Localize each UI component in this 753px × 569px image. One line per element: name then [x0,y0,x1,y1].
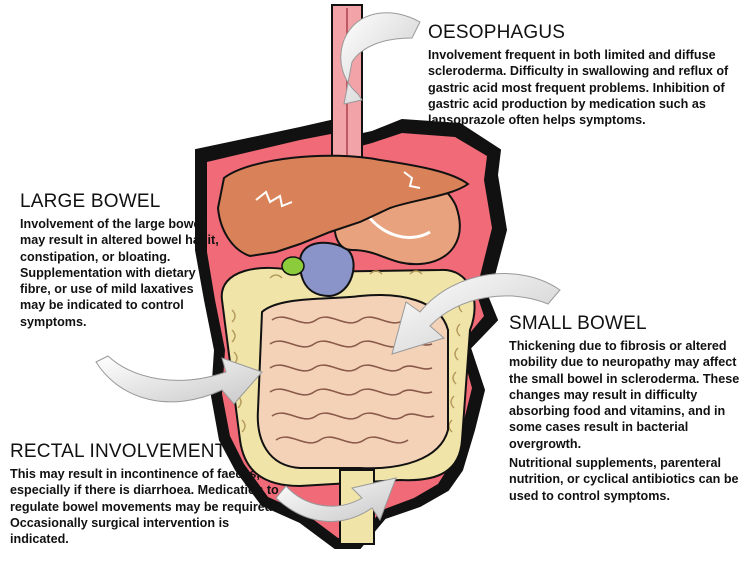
oesophagus-title: OESOPHAGUS [428,22,748,44]
large-bowel-arrow [96,356,262,404]
oesophagus-section: OESOPHAGUS Involvement frequent in both … [428,22,748,128]
small-bowel-text-2: Nutritional supplements, parenteral nutr… [509,455,745,504]
rectal-involvement-text: This may result in incontinence of faece… [10,466,280,547]
small-bowel-section: SMALL BOWEL Thickening due to fibrosis o… [509,313,745,504]
oesophagus-text: Involvement frequent in both limited and… [428,47,748,128]
large-bowel-text: Involvement of the large bowel may resul… [20,216,220,330]
rectal-involvement-section: RECTAL INVOLVEMENT This may result in in… [10,441,280,547]
large-bowel-section: LARGE BOWEL Involvement of the large bow… [20,191,220,330]
spleen [300,243,354,296]
small-bowel-title: SMALL BOWEL [509,313,745,335]
gallbladder [282,257,304,275]
oesophagus-arrow [341,13,420,104]
rectal-involvement-title: RECTAL INVOLVEMENT [10,441,280,463]
small-bowel-text: Thickening due to fibrosis or altered mo… [509,338,745,452]
large-bowel-title: LARGE BOWEL [20,191,220,213]
